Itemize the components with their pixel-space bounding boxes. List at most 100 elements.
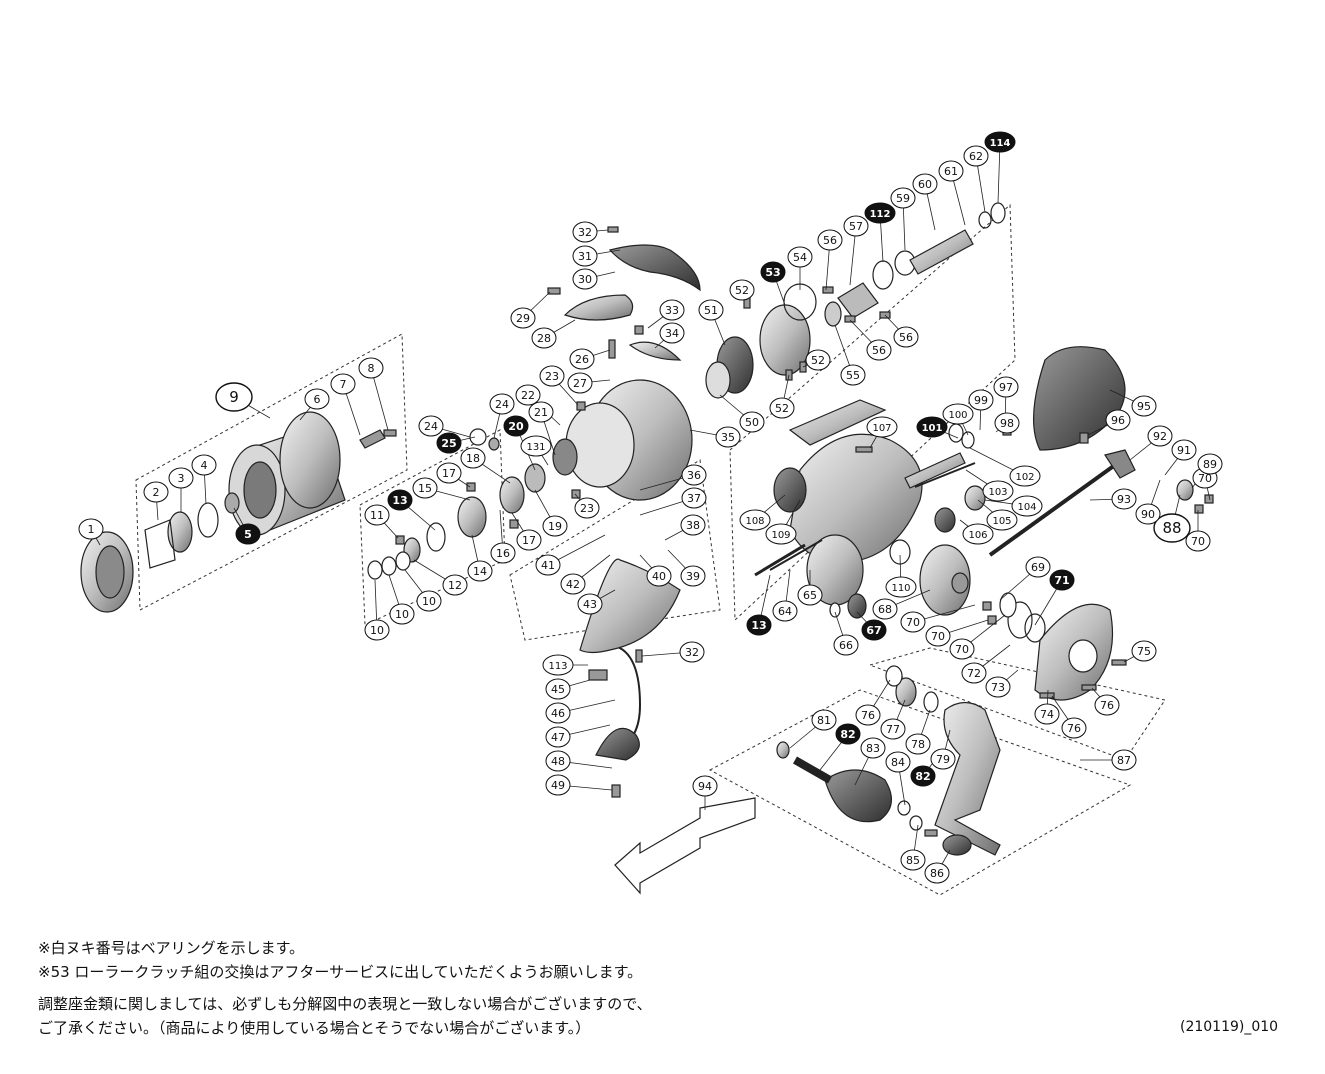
callout-77: 77 <box>880 718 906 740</box>
callout-number: 3 <box>178 472 185 485</box>
callout-number: 24 <box>424 420 438 433</box>
callout-number: 24 <box>495 398 509 411</box>
callout-bubble <box>442 574 468 596</box>
callout-bubble <box>900 611 926 633</box>
crank-handle-part <box>934 701 1001 856</box>
callout-number: 42 <box>566 578 580 591</box>
callout-bubble <box>835 723 861 745</box>
callout-number: 34 <box>665 327 679 340</box>
callout-48: 48 <box>545 750 571 772</box>
callout-number: 90 <box>1141 508 1155 521</box>
callout-108: 108 <box>739 509 771 531</box>
callout-number: 56 <box>823 234 837 247</box>
callout-104: 104 <box>1011 495 1043 517</box>
callout-number: 45 <box>551 683 565 696</box>
callout-10: 10 <box>364 619 390 641</box>
callout-56: 56 <box>893 326 919 348</box>
callout-68: 68 <box>872 598 898 620</box>
callout-bubble <box>840 364 866 386</box>
callout-bubble <box>746 614 772 636</box>
callout-34: 34 <box>659 322 685 344</box>
callout-bubble <box>387 489 413 511</box>
callout-19: 19 <box>542 515 568 537</box>
callout-107: 107 <box>866 416 898 438</box>
callout-10: 10 <box>416 590 442 612</box>
callout-52: 52 <box>769 397 795 419</box>
callout-56: 56 <box>866 339 892 361</box>
callout-number: 70 <box>955 643 969 656</box>
callout-number: 105 <box>992 516 1011 527</box>
callout-number: 20 <box>508 420 524 433</box>
callout-number: 17 <box>522 534 536 547</box>
callout-number: 64 <box>778 605 792 618</box>
callout-18: 18 <box>460 447 486 469</box>
callout-number: 75 <box>1137 645 1151 658</box>
callout-number: 28 <box>537 332 551 345</box>
callout-70: 70 <box>1185 530 1211 552</box>
callout-number: 77 <box>886 723 900 736</box>
callout-bubble <box>797 584 823 606</box>
callout-bubble <box>389 603 415 625</box>
callout-30: 30 <box>572 268 598 290</box>
callout-bubble <box>567 372 593 394</box>
callout-bubble <box>961 662 987 684</box>
callout-49: 49 <box>545 774 571 796</box>
callout-number: 97 <box>999 381 1013 394</box>
callout-13: 13 <box>746 614 772 636</box>
callout-number: 109 <box>771 530 790 541</box>
callout-24: 24 <box>489 393 515 415</box>
callout-number: 13 <box>751 619 766 632</box>
callout-bubble <box>539 365 565 387</box>
callout-number: 10 <box>395 608 409 621</box>
callout-number: 104 <box>1017 502 1036 513</box>
callout-bubble <box>860 737 886 759</box>
callout-number: 37 <box>687 492 701 505</box>
note-shim-disclaimer-1: 調整座金類に関しましては、必ずしも分解図中の表現と一致しない場合がございますので… <box>38 995 652 1013</box>
callout-33: 33 <box>659 299 685 321</box>
callout-number: 32 <box>578 226 592 239</box>
callout-10: 10 <box>389 603 415 625</box>
callout-12: 12 <box>442 574 468 596</box>
callout-bubble <box>572 245 598 267</box>
callout-number: 82 <box>840 728 855 741</box>
callout-61: 61 <box>938 160 964 182</box>
callout-93: 93 <box>1111 488 1137 510</box>
callout-number: 68 <box>878 603 892 616</box>
callout-bubble <box>489 393 515 415</box>
callout-bubble <box>535 554 561 576</box>
callout-79: 79 <box>930 748 956 770</box>
callout-number: 87 <box>1117 754 1131 767</box>
callout-number: 5 <box>244 528 252 541</box>
callout-109: 109 <box>765 523 797 545</box>
callout-number: 30 <box>578 273 592 286</box>
callout-bubble <box>739 509 771 531</box>
callout-11: 11 <box>364 504 390 526</box>
callout-number: 51 <box>704 304 718 317</box>
callout-bubble <box>811 709 837 731</box>
callout-number: 76 <box>1100 699 1114 712</box>
callout-number: 94 <box>698 780 712 793</box>
callout-bubble <box>692 775 718 797</box>
callout-bubble <box>760 261 786 283</box>
callout-67: 67 <box>861 619 887 641</box>
callout-number: 23 <box>545 370 559 383</box>
callout-number: 47 <box>551 731 565 744</box>
callout-42: 42 <box>560 573 586 595</box>
callout-number: 62 <box>969 150 983 163</box>
callout-bubble <box>843 215 869 237</box>
callout-number: 70 <box>906 616 920 629</box>
callout-112: 112 <box>864 202 896 224</box>
callout-bubble <box>1105 409 1131 431</box>
callout-70: 70 <box>949 638 975 660</box>
callout-56: 56 <box>817 229 843 251</box>
callout-number: 11 <box>370 509 384 522</box>
callout-73: 73 <box>985 676 1011 698</box>
callout-bubble <box>467 560 493 582</box>
callout-64: 64 <box>772 600 798 622</box>
callout-53: 53 <box>760 261 786 283</box>
callout-4: 4 <box>191 454 217 476</box>
note-roller-clutch: ※53 ローラークラッチ組の交換はアフターサービスに出していただくようお願いしま… <box>38 963 643 981</box>
callout-21: 21 <box>528 401 554 423</box>
callout-bubble <box>817 229 843 251</box>
